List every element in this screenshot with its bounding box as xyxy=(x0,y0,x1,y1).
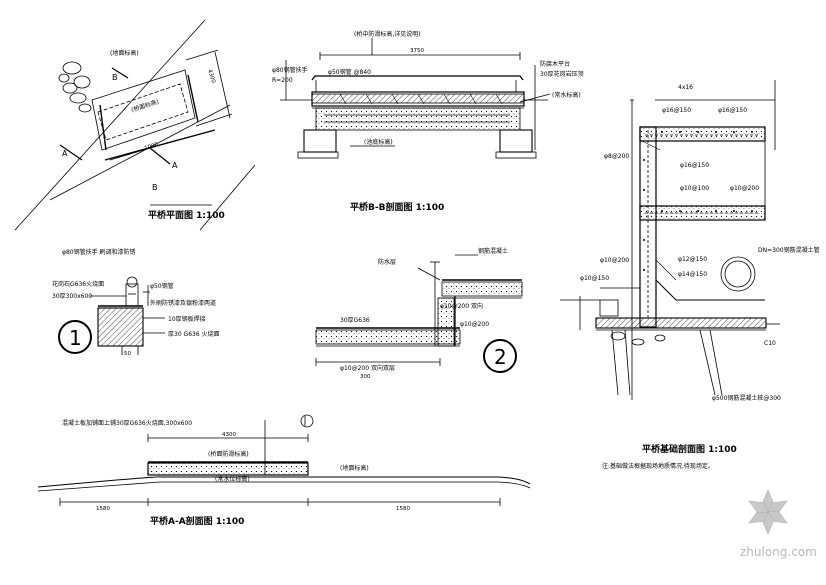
foundation-label-2: φ8@200 xyxy=(604,153,629,160)
foundation-note: 注:基础做法根据现场地质情况,待现场定。 xyxy=(602,462,714,470)
plan-view xyxy=(14,19,256,231)
foundation-label-7: φ10@200 xyxy=(600,257,629,264)
foundation-label-3: φ16@150 xyxy=(680,162,709,169)
foundation-label-12: φ500钢筋混凝土桩@300 xyxy=(712,394,781,402)
detail2-label-e: 300 xyxy=(360,374,371,380)
detail2-label-c: φ10@200 双向 xyxy=(440,302,483,310)
foundation-label-10: φ10@150 xyxy=(580,275,609,282)
plan-mark-b-top: B xyxy=(112,73,118,82)
detail1-label-c: φ50钢管 xyxy=(150,282,174,290)
foundation-title: 平桥基础剖面图 1:100 xyxy=(642,443,737,455)
detail1-label-e: 10厚钢板焊接 xyxy=(168,315,206,323)
section-bb xyxy=(280,38,551,159)
bb-rail-label: φ80钢管扶手 xyxy=(272,66,308,74)
foundation-label-5: φ10@200 xyxy=(730,185,759,192)
watermark-text: zhulong.com xyxy=(740,545,817,559)
bb-dim-top: 3750 xyxy=(410,48,424,54)
plan-mark-b-bottom: B xyxy=(152,183,158,192)
detail1-dim-50: 50 xyxy=(124,351,131,357)
aa-note-deck: (桥面防滑标高) xyxy=(208,450,249,458)
aa-dim-center: 4300 xyxy=(222,432,236,438)
foundation-label-0: φ16@150 xyxy=(662,107,691,114)
foundation-label-4: φ10@100 xyxy=(680,185,709,192)
bb-deck-ribs xyxy=(339,93,503,105)
plan-dim-4300: 4300 xyxy=(206,69,216,85)
watermark-logo-icon xyxy=(748,489,788,535)
detail1-number: 1 xyxy=(69,326,82,350)
bb-top-note: (桥中防滑标高,详见说明) xyxy=(354,30,421,38)
foundation-label-1: φ16@150 xyxy=(718,107,747,114)
detail-1 xyxy=(58,276,165,355)
bb-note-bottom: (池底标高) xyxy=(364,138,393,146)
detail2-label-b: 30厚G636 xyxy=(340,317,370,324)
detail-2 xyxy=(315,254,523,373)
plan-title: 平桥平面图 1:100 xyxy=(148,209,225,221)
detail2-label-d: φ10@200 xyxy=(460,321,489,328)
aa-top-label: 混凝土板加铺面上铺30厚G636火烧面,300x600 xyxy=(62,419,192,427)
aa-note-ground: (地面标高) xyxy=(340,464,369,472)
bb-radius-label: R=200 xyxy=(272,77,293,84)
aa-dim-left: 1580 xyxy=(96,506,110,512)
bb-pipe-label: φ50钢管 @840 xyxy=(328,68,371,76)
detail1-label-d: 外刷防锈漆及银粉漆两道 xyxy=(150,299,216,307)
aa-dim-right: 1580 xyxy=(396,506,410,512)
plan-dim-1000: 1000 xyxy=(144,142,160,152)
foundation-dim-top: 4x16 xyxy=(678,84,693,91)
bb-note-water: (常水标高) xyxy=(552,91,581,99)
foundation-label-11: C10 xyxy=(764,340,776,347)
detail2-number: 2 xyxy=(494,345,507,369)
detail1-label-f: 厚30 G636 火烧面 xyxy=(168,330,220,338)
detail2-label-f: φ10@200 双向双层 xyxy=(340,364,395,372)
bb-right-label2: 防腐木平台 xyxy=(540,60,570,68)
foundation-label-9: DN=300钢筋混凝土管 xyxy=(758,246,820,254)
aa-note-water: (常水位标高) xyxy=(215,475,250,483)
detail1-label-top: φ80钢管扶手 刷调和漆防锈 xyxy=(62,248,136,256)
detail1-label-a: 花岗石G636火烧面 xyxy=(52,280,104,288)
bb-right-label: 30厚花岗岩压顶 xyxy=(540,70,584,78)
plan-mark-a-right: A xyxy=(172,161,178,170)
section-aa xyxy=(37,414,531,506)
detail2-label-a: 防水层 xyxy=(378,258,396,266)
detail1-label-b: 30厚300x600 xyxy=(52,293,92,300)
bb-title: 平桥B-B剖面图 1:100 xyxy=(350,201,444,213)
foundation-section xyxy=(560,80,780,400)
foundation-rebar-dots xyxy=(643,131,753,271)
foundation-label-6: φ12@150 xyxy=(678,256,707,263)
detail2-label-top: 钢筋混凝土 xyxy=(478,247,508,255)
plan-note-ground: (地面标高) xyxy=(110,49,139,57)
plan-mark-a-left: A xyxy=(62,149,68,158)
aa-title: 平桥A-A剖面图 1:100 xyxy=(150,515,244,527)
foundation-label-8: φ14@150 xyxy=(678,271,707,278)
